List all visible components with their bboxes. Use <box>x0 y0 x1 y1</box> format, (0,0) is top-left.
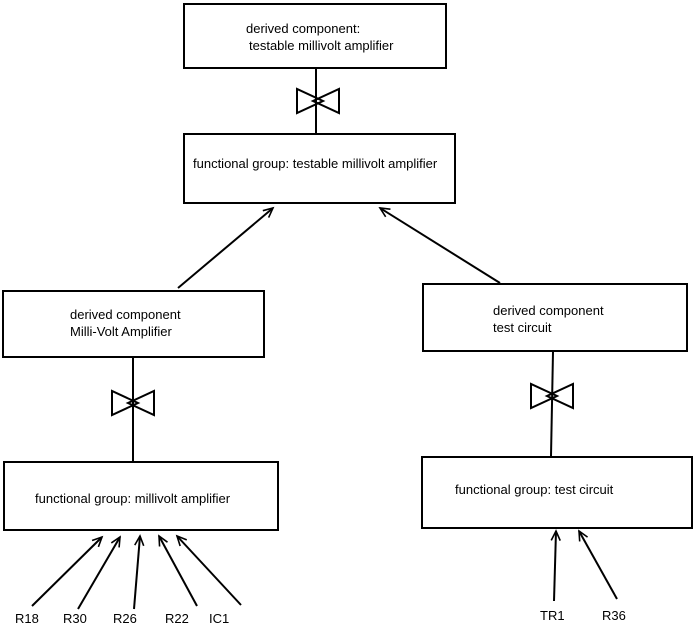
node-derived-component-testable-millivolt-amplifier: derived component: testable millivolt am… <box>183 3 447 69</box>
node-derived-component-milli-volt-amplifier: derived component Milli-Volt Amplifier <box>2 290 265 358</box>
node-functional-group-millivolt-amplifier: functional group: millivolt amplifier <box>3 461 279 531</box>
node-label-line2: Milli-Volt Amplifier <box>70 324 172 339</box>
node-label-line1: derived component <box>70 307 181 322</box>
component-label-r26: R26 <box>113 611 137 626</box>
arrow-r30 <box>77 535 121 610</box>
arrow-r36 <box>578 529 618 600</box>
node-functional-group-testable-millivolt-amplifier: functional group: testable millivolt amp… <box>183 133 456 204</box>
node-functional-group-test-circuit: functional group: test circuit <box>421 456 693 529</box>
node-label: functional group: millivolt amplifier <box>35 491 231 506</box>
arrow-tr1 <box>550 529 561 602</box>
node-derived-component-test-circuit: derived component test circuit <box>422 283 688 352</box>
bowtie-icon-top <box>296 87 340 115</box>
arrow-r22 <box>158 534 198 607</box>
node-label: functional group: test circuit <box>455 482 614 497</box>
edge-derived-test-to-fg-test <box>550 351 554 457</box>
bowtie-icon-right <box>530 382 574 410</box>
node-label: functional group: testable millivolt amp… <box>193 156 438 171</box>
node-label-line2: testable millivolt amplifier <box>249 38 394 53</box>
component-label-r18: R18 <box>15 611 39 626</box>
component-label-r22: R22 <box>165 611 189 626</box>
arrow-derived-test-to-fg-testable <box>378 207 501 284</box>
component-label-tr1: TR1 <box>540 608 565 623</box>
node-label-line2: test circuit <box>493 320 552 335</box>
arrow-ic1 <box>175 534 242 606</box>
arrow-derived-mva-to-fg-testable <box>177 206 275 289</box>
arrow-r18 <box>31 535 104 607</box>
component-label-r30: R30 <box>63 611 87 626</box>
component-label-ic1: IC1 <box>209 611 230 626</box>
component-label-r36: R36 <box>602 608 626 623</box>
arrow-r26 <box>133 534 145 610</box>
node-label-line1: derived component <box>493 303 604 318</box>
node-label-line1: derived component: <box>246 21 361 36</box>
bowtie-icon-left <box>111 389 155 417</box>
